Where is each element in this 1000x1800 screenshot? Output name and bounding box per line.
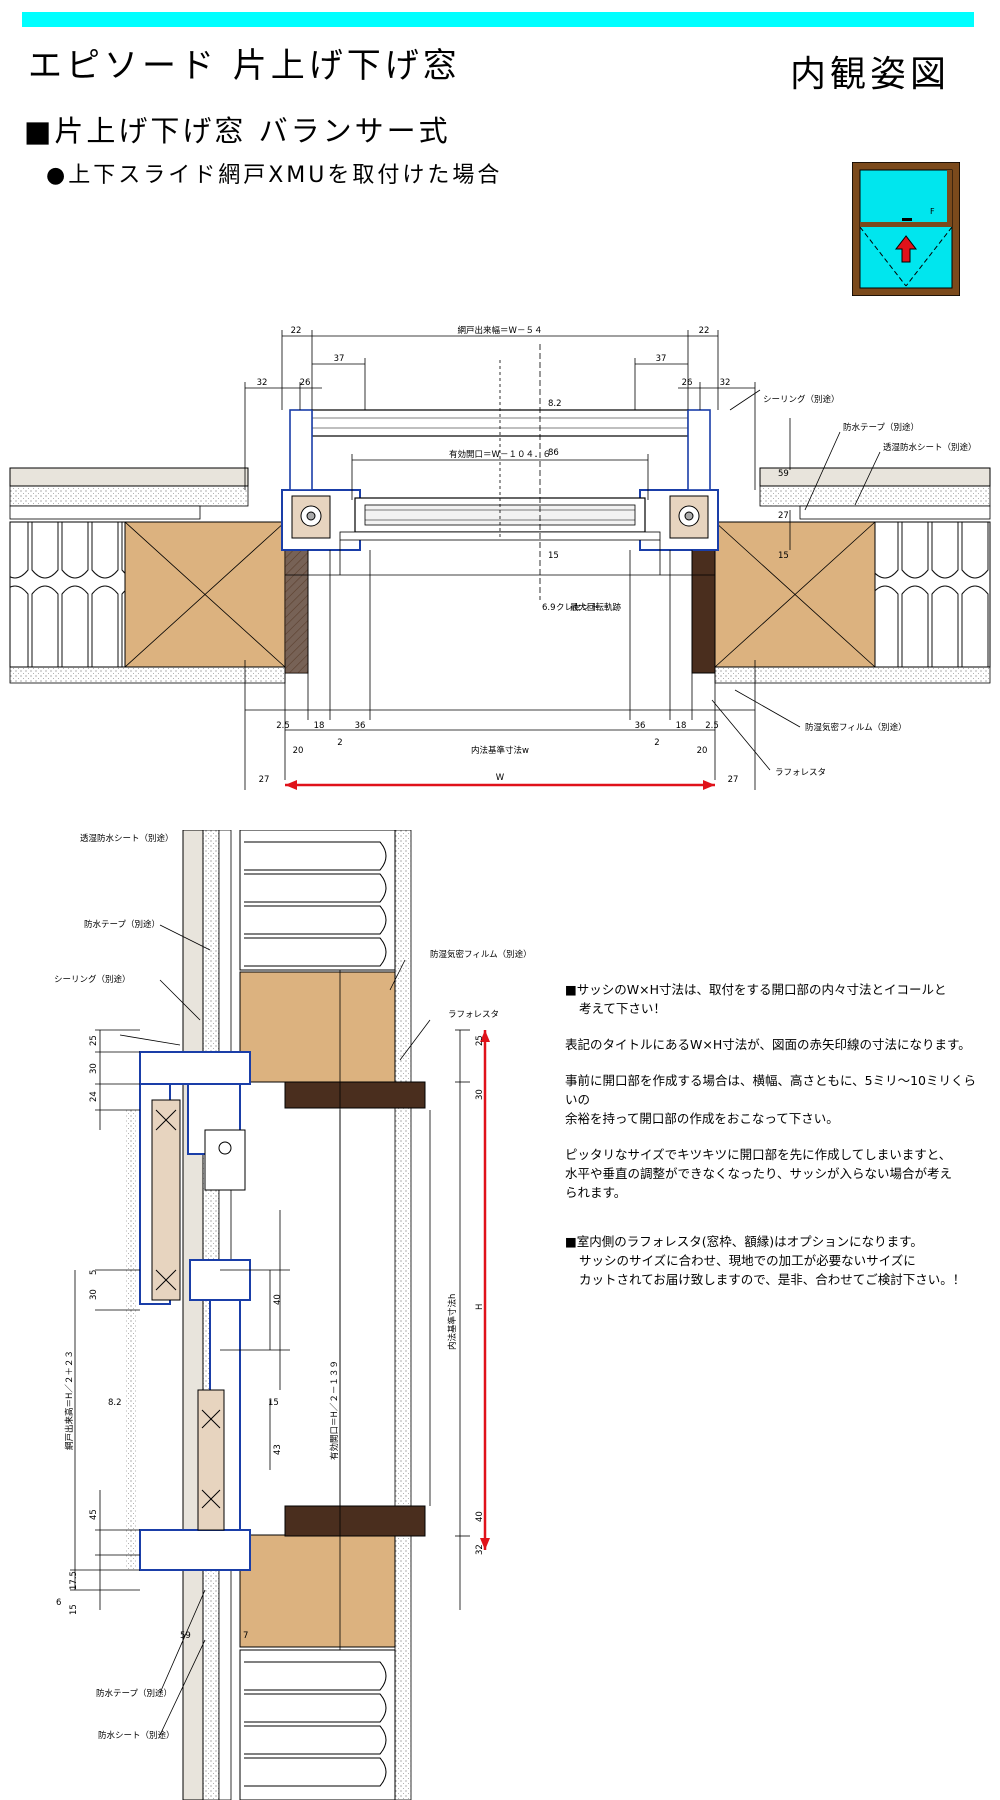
dim-27-right: 27 bbox=[728, 775, 739, 785]
dim-effective-opening: 有効開口＝W－１０４．６ bbox=[449, 449, 551, 460]
sec-dim-40b: 40 bbox=[475, 1511, 485, 1522]
sec-dim-5: 5 bbox=[89, 1270, 99, 1275]
dim-18-right: 18 bbox=[676, 721, 687, 731]
sec-dim-32: 32 bbox=[475, 1544, 485, 1555]
label-breathable-sheet: 透湿防水シート（別途） bbox=[883, 442, 977, 453]
sec-dim-8-2: 8.2 bbox=[108, 1398, 122, 1408]
sec-dim-24: 24 bbox=[89, 1091, 99, 1102]
sec-dim-15: 15 bbox=[268, 1398, 279, 1408]
note-5a: ■室内側のラフォレスタ(窓枠、額縁)はオプションになります。 bbox=[565, 1234, 923, 1249]
dim-26-left: 26 bbox=[300, 378, 311, 388]
dim-20-left: 20 bbox=[293, 746, 304, 756]
note-4b: 水平や垂直の調整ができなくなったり、サッシが入らない場合が考え bbox=[565, 1166, 953, 1181]
section-label-sheet2: 防水シート（別途） bbox=[98, 1730, 175, 1741]
note-4a: ピッタリなサイズでキツキツに開口部を先に作成してしまいますと、 bbox=[565, 1147, 952, 1162]
dim-2-5-left: 2.5 bbox=[276, 721, 290, 731]
dim-32-left: 32 bbox=[257, 378, 268, 388]
sec-dim-6: 6 bbox=[56, 1598, 61, 1608]
horizontal-section-drawing: 網戸出来幅＝W－５４ 22 22 37 37 32 32 26 26 有効開口＝… bbox=[9, 325, 991, 790]
up-arrow-icon bbox=[894, 235, 918, 263]
crescent-dim: 6.9 bbox=[542, 603, 556, 613]
dim-15-center: 15 bbox=[548, 551, 559, 561]
dim-32-right: 32 bbox=[720, 378, 731, 388]
note-1a: ■サッシのW×H寸法は、取付をする開口部の内々寸法とイコールと bbox=[565, 982, 947, 997]
section-label-film: 防湿気密フィルム（別途） bbox=[430, 949, 532, 960]
dim-36-left: 36 bbox=[355, 721, 366, 731]
header-accent-bar bbox=[22, 12, 974, 27]
note-3b: 余裕を持って開口部の作成をおこなって下さい。 bbox=[565, 1111, 839, 1126]
note-5c: カットされてお届け致しますので、是非、合わせてご検討下さい。！ bbox=[579, 1272, 966, 1287]
dim-36-right: 36 bbox=[635, 721, 646, 731]
note-5b: サッシのサイズに合わせ、現地での加工が必要ないサイズに bbox=[579, 1253, 916, 1268]
dim-W: W bbox=[496, 773, 505, 783]
section-label-tape: 防水テープ（別途） bbox=[84, 919, 160, 930]
view-label: 内観姿図 bbox=[790, 54, 951, 95]
sec-dim-7: 7 bbox=[243, 1631, 248, 1641]
dim-screen-width: 網戸出来幅＝W－５４ bbox=[458, 325, 543, 336]
dim-2-right: 2 bbox=[654, 738, 659, 748]
sec-dim-17-5: 17.5 bbox=[69, 1571, 79, 1590]
sec-dim-screen-height: 網戸出来高＝H／２＋２３ bbox=[64, 1350, 75, 1450]
dim-2-5-right: 2.5 bbox=[705, 721, 719, 731]
section-label-sheet: 透湿防水シート（別途） bbox=[80, 833, 174, 844]
label-vapor-film: 防湿気密フィルム（別途） bbox=[805, 722, 907, 733]
window-elevation-icon: F bbox=[852, 162, 960, 296]
vertical-section-drawing: 透湿防水シート（別途） 防水テープ（別途） シーリング（別途） 防湿気密フィルム… bbox=[54, 830, 532, 1800]
label-lafo: ラフォレスタ bbox=[775, 768, 826, 778]
note-3a: 事前に開口部を作成する場合は、横幅、高さともに、5ミリ～10ミリくらいの bbox=[565, 1073, 976, 1107]
sec-dim-30b: 30 bbox=[89, 1289, 99, 1300]
dim-26-right: 26 bbox=[682, 378, 693, 388]
dim-22-right: 22 bbox=[699, 326, 710, 336]
dim-20-right: 20 bbox=[697, 746, 708, 756]
dim-37-right: 37 bbox=[656, 354, 667, 364]
page-title: エピソード 片上げ下げ窓 bbox=[28, 46, 461, 86]
section-label-sealing: シーリング（別途） bbox=[54, 974, 131, 985]
dim-8-2: 8.2 bbox=[548, 399, 562, 409]
dim-18-left: 18 bbox=[314, 721, 325, 731]
dim-inner-width: 内法基準寸法w bbox=[471, 745, 529, 756]
dim-59: 59 bbox=[778, 469, 789, 479]
subtitle: ■片上げ下げ窓 バランサー式 bbox=[24, 114, 451, 148]
sec-dim-45: 45 bbox=[89, 1509, 99, 1520]
sec-dim-25b: 25 bbox=[475, 1035, 485, 1046]
dim-27: 27 bbox=[778, 511, 789, 521]
subtitle-screen: ●上下スライド網戸XMUを取付けた場合 bbox=[46, 163, 503, 188]
notes-panel: ■サッシのW×H寸法は、取付をする開口部の内々寸法とイコールと考えて下さい！ 表… bbox=[565, 980, 985, 1306]
section-label-tape2: 防水テープ（別途） bbox=[96, 1688, 172, 1699]
label-waterproof-tape: 防水テープ（別途） bbox=[843, 422, 919, 433]
sec-dim-30c: 30 bbox=[475, 1089, 485, 1100]
sec-dim-30: 30 bbox=[89, 1063, 99, 1074]
sec-dim-59: 59 bbox=[180, 1631, 191, 1641]
dim-2-left: 2 bbox=[337, 738, 342, 748]
sec-dim-effective-height: 有効開口＝H／２－１３９ bbox=[329, 1360, 340, 1460]
dim-15: 15 bbox=[778, 551, 789, 561]
dim-86: 86 bbox=[548, 448, 559, 458]
dim-27-left: 27 bbox=[259, 775, 270, 785]
icon-label: F bbox=[930, 207, 935, 216]
sec-dim-15b: 15 bbox=[69, 1604, 79, 1615]
sec-dim-43: 43 bbox=[273, 1444, 283, 1455]
note-2: 表記のタイトルにあるW×H寸法が、図面の赤矢印線の寸法になります。 bbox=[565, 1037, 971, 1052]
section-label-lafo: ラフォレスタ bbox=[448, 1010, 499, 1020]
dim-37-left: 37 bbox=[334, 354, 345, 364]
sec-dim-inner-height: 内法基準寸法h bbox=[447, 1294, 458, 1350]
crescent-rotation-label: 最大回転軌跡 bbox=[570, 602, 622, 613]
note-4c: られます。 bbox=[565, 1185, 627, 1200]
sec-dim-25: 25 bbox=[89, 1035, 99, 1046]
note-1b: 考えて下さい！ bbox=[579, 1001, 666, 1016]
dim-22-left: 22 bbox=[291, 326, 302, 336]
sec-dim-40: 40 bbox=[273, 1294, 283, 1305]
sec-dim-H: H bbox=[475, 1304, 485, 1310]
label-sealing: シーリング（別途） bbox=[763, 394, 840, 405]
crescent-label: クレセント bbox=[556, 603, 599, 613]
